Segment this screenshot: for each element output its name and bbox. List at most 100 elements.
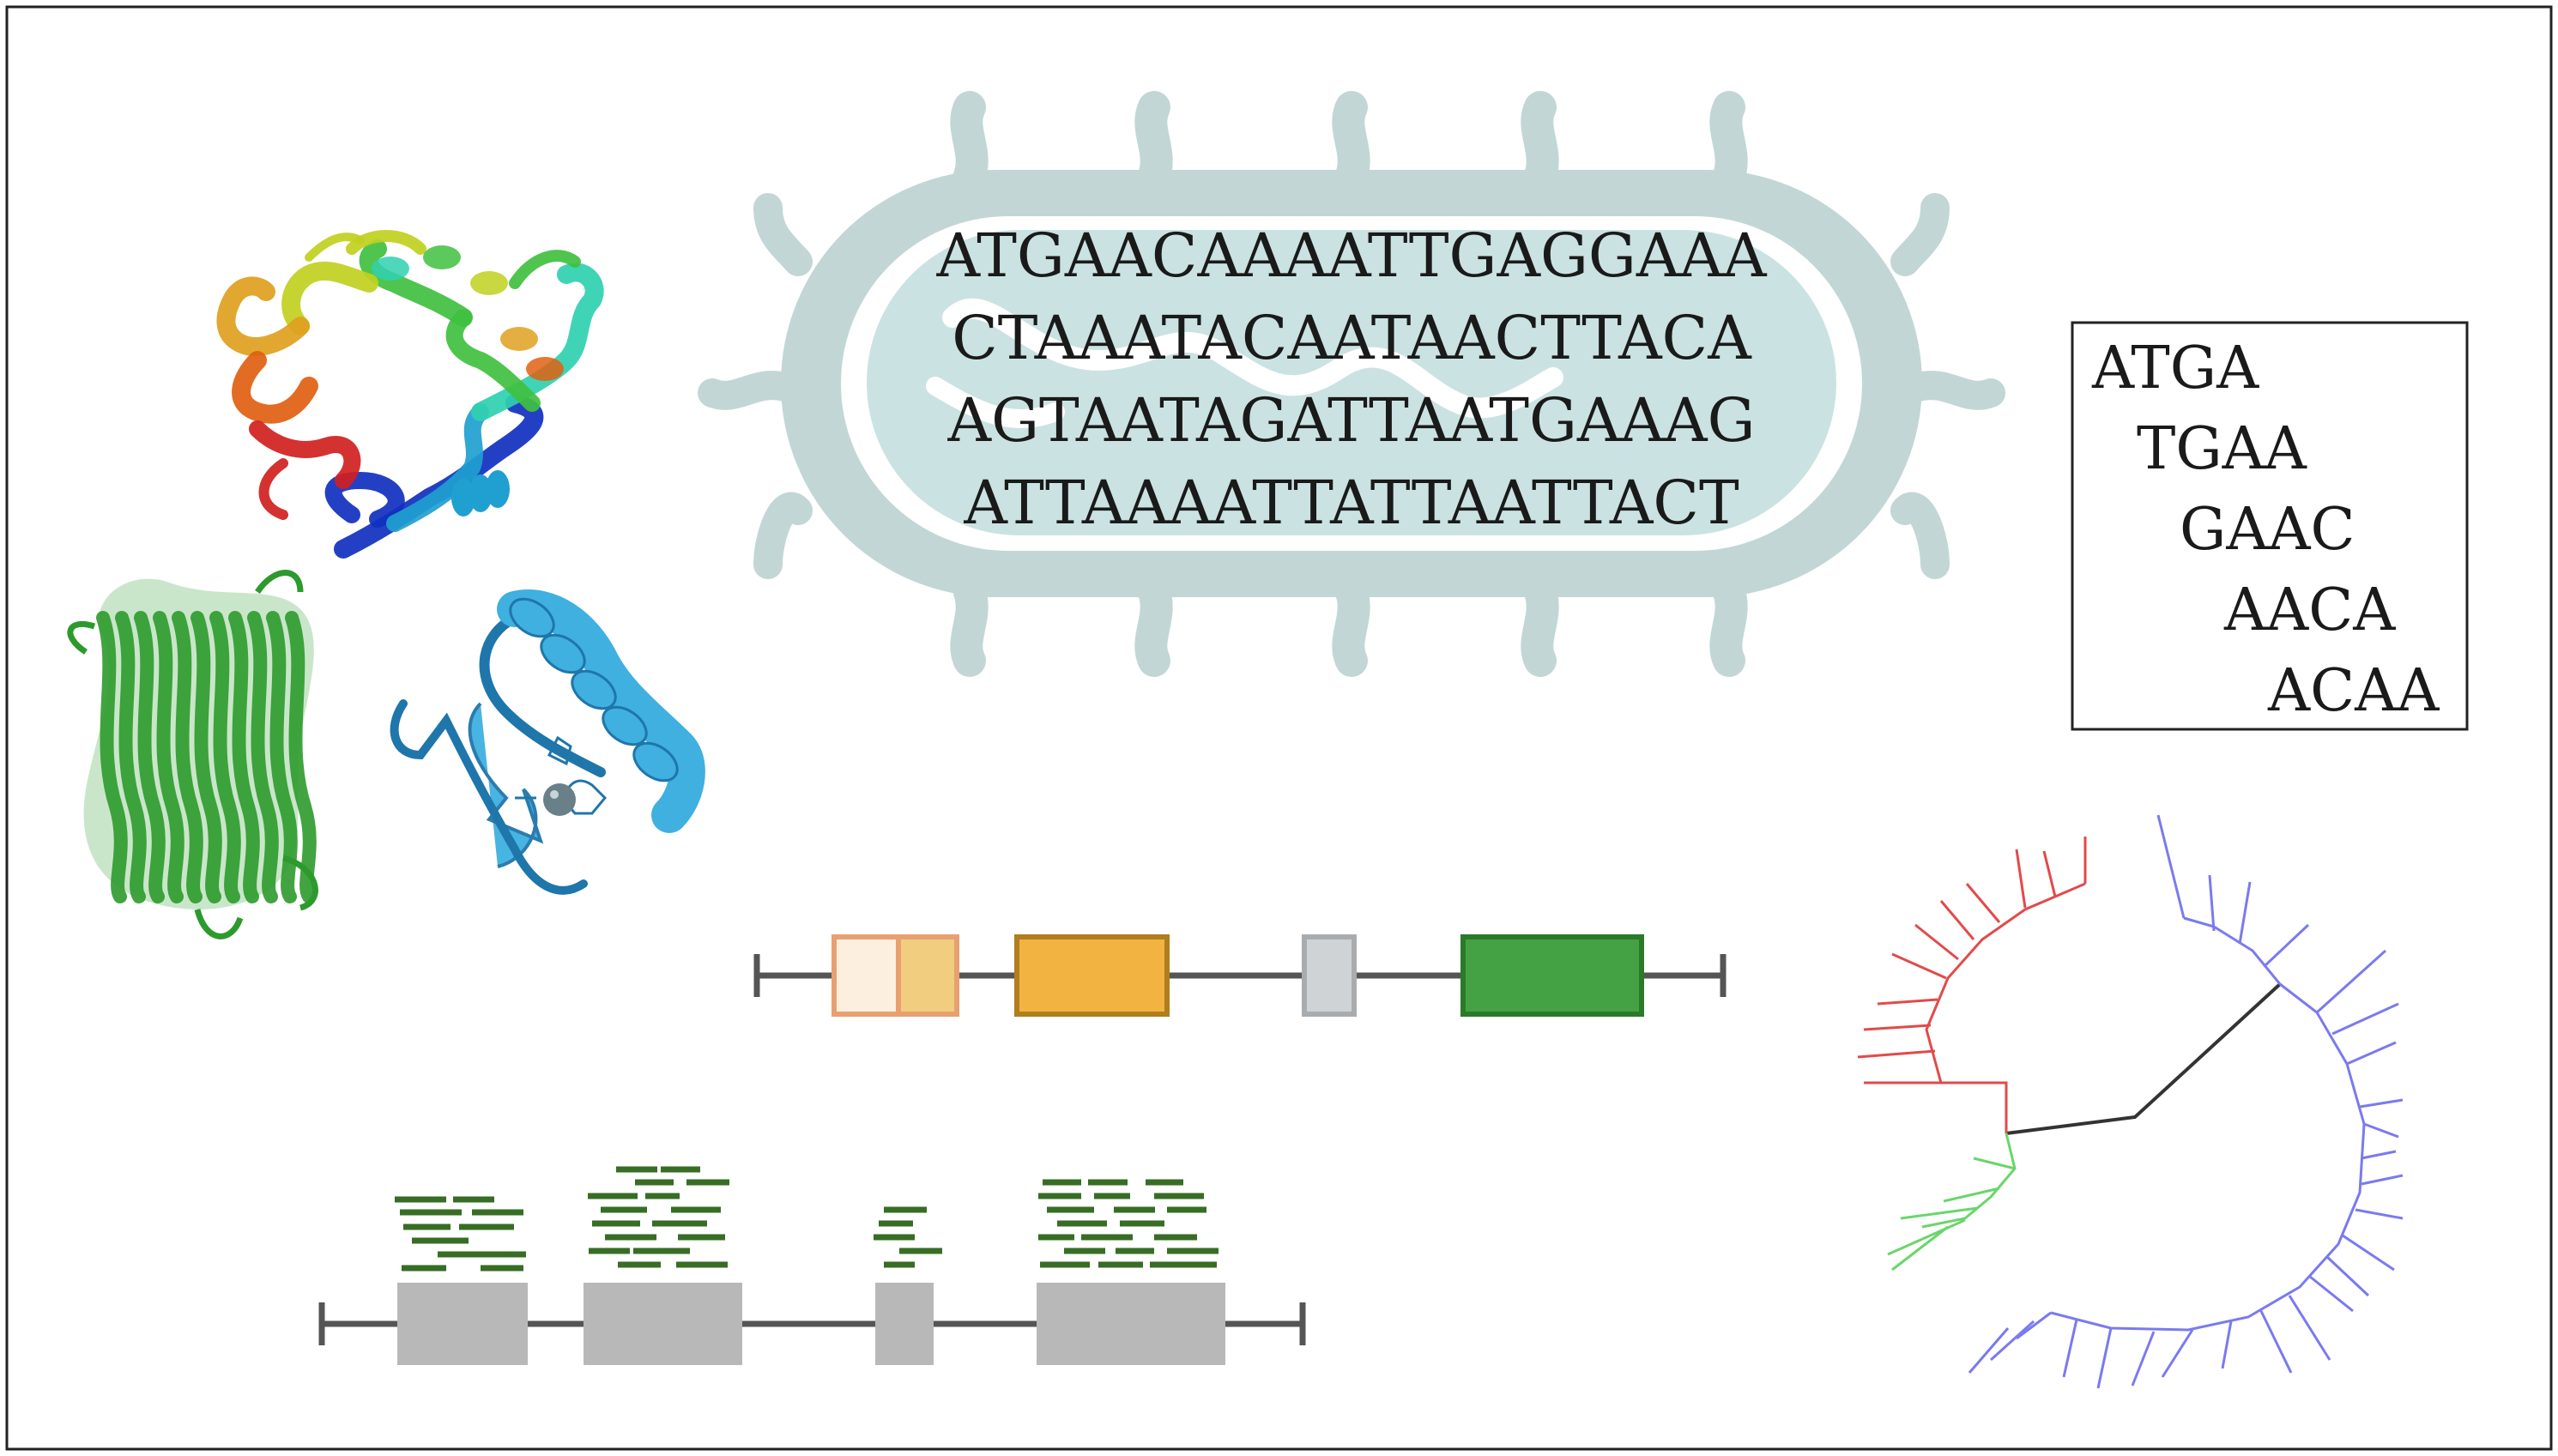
blue-leaf [2264, 923, 2310, 967]
kmer-item: AACA [2223, 577, 2396, 644]
read-coverage-track [318, 1166, 1306, 1365]
flagellum [1134, 91, 1173, 192]
kmer-box [2071, 321, 2469, 731]
protein-helix-turn [526, 357, 564, 381]
gene-model [753, 934, 1726, 1017]
loop [255, 570, 304, 595]
sequence-line: ATGAACAAAATTGAGGAAA [935, 221, 1767, 291]
red-leaf [2015, 849, 2027, 909]
protein-ribbon-segment [445, 309, 541, 412]
helix-turn [540, 633, 586, 674]
blue-leaf [1968, 1327, 2010, 1374]
beta-strand [96, 611, 128, 903]
kmer-panel: ATGA TGAA GAAC AACA ACAA [2071, 321, 2469, 731]
kmer-item: ACAA [2267, 657, 2440, 725]
loop [194, 909, 244, 939]
blue-leaf [2156, 814, 2186, 919]
blue-leaf [2363, 1122, 2399, 1139]
flagellum [1890, 492, 1950, 579]
protein-ribbon-segment [216, 276, 310, 356]
beta-strand [247, 611, 279, 903]
bacterium-cytoplasm [867, 230, 1836, 535]
red-leaf [1863, 1024, 1932, 1031]
blue-leaf [2288, 1295, 2331, 1361]
bacterium-plasmid-squiggle-2 [926, 377, 1065, 428]
blue-clade-arc [2050, 982, 2366, 1332]
flagellum [1890, 193, 1950, 276]
beta-strand [153, 611, 184, 903]
zinc-finger-protein-structure [390, 589, 705, 895]
red-leaf [1914, 923, 1959, 961]
blue-leaf [2161, 1329, 2194, 1378]
helix-turn [632, 741, 679, 782]
flagellum [753, 492, 813, 579]
flagellum [1521, 576, 1559, 677]
red-leaf [1939, 900, 1975, 940]
kmer-item: ATGA [2091, 335, 2259, 402]
bacterium-plasmid-squiggle [942, 298, 1563, 419]
green-leaf [1900, 1206, 1979, 1220]
gene-exon-utr-light [832, 934, 901, 1017]
protein-helix-turn [423, 245, 461, 269]
blue-leaf [2346, 1041, 2397, 1066]
red-leaf [1857, 1049, 1936, 1059]
protein-helix-turn [486, 470, 510, 508]
beta-strand [115, 611, 147, 903]
red-leaf [1965, 883, 2001, 923]
blue-leaf [2359, 1098, 2404, 1109]
beta-strand [134, 611, 166, 903]
red-leaf [1877, 998, 1938, 1006]
green-leaf [1887, 1218, 1966, 1256]
red-clade-stem [1941, 1081, 2008, 1133]
blue-leaf [2221, 1320, 2233, 1369]
coverage-exon [584, 1283, 742, 1365]
blue-leaf [2355, 1208, 2404, 1220]
blue-leaf [2361, 1150, 2397, 1160]
protein-helix-turn [500, 327, 538, 351]
blue-leaf [2096, 1327, 2113, 1389]
flagellum [1332, 91, 1370, 192]
protein-ribbon-segment [232, 351, 318, 424]
blue-leaf [2259, 1310, 2293, 1374]
beta-strand [190, 611, 222, 903]
sequence-line: CTAAATACAATAACTTACA [952, 303, 1752, 373]
blue-leaf [2342, 1234, 2395, 1272]
rainbow-protein-structure [216, 230, 604, 559]
protein-helix-turn [372, 257, 409, 281]
blue-leaf [2238, 881, 2252, 945]
zinc-finger-strand [390, 699, 588, 895]
gene-exon-cds-grey [1302, 934, 1357, 1017]
blue-leaf [2131, 1331, 2156, 1387]
blue-leaf [2325, 1255, 2370, 1297]
flagellum [753, 193, 813, 276]
sequence-line: AGTAATAGATTAATGAAAG [947, 385, 1756, 456]
sequence-line: ATTAAAATTATTAATTACT [963, 468, 1739, 538]
loop [67, 620, 96, 655]
zinc-ion-highlight [550, 790, 559, 799]
helix-turn [509, 597, 555, 638]
protein-ribbon-segment [509, 250, 581, 289]
beta-strand [266, 611, 298, 903]
coverage-exon [1037, 1283, 1225, 1365]
red-clade-arc [1925, 882, 2086, 1084]
beta-strand [228, 611, 260, 903]
red-leaf [1891, 952, 1947, 980]
coverage-exon [875, 1283, 934, 1365]
bacterium-flagella [698, 91, 2005, 677]
blue-leaf [2208, 874, 2216, 932]
bacterium-genome-icon: ATGAACAAAATTGAGGAAA CTAAATACAATAACTTACA … [698, 91, 2005, 677]
blue-leaf [2062, 1319, 2078, 1378]
beta-strand [172, 611, 203, 903]
protein-ribbon-segment [359, 239, 473, 327]
beta-barrel-protein-structure [67, 570, 318, 939]
green-leaf [1943, 1187, 2000, 1203]
protein-ribbon-segment [346, 230, 426, 255]
beta-strand [209, 611, 241, 903]
flagellum [698, 371, 802, 410]
blue-leaf [2361, 1174, 2404, 1186]
protein-ribbon-segment [386, 403, 489, 532]
green-leaf [1973, 1157, 2016, 1170]
green-clade-arc [1921, 1133, 2017, 1229]
phylogenetic-tree [1857, 814, 2404, 1389]
